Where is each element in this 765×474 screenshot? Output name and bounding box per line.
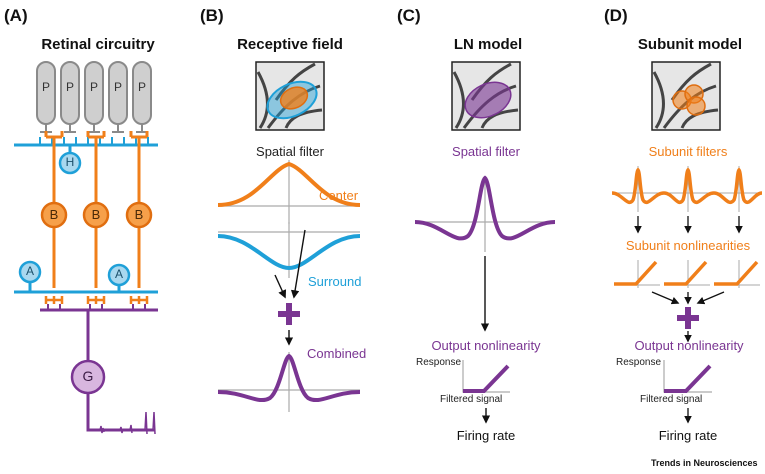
- panel-d-tag: (D): [604, 6, 628, 25]
- amacrine-cell-label: A: [114, 267, 123, 281]
- photoreceptor-label: P: [113, 80, 122, 94]
- panel-c-tag: (C): [397, 6, 421, 25]
- subunit-nonlinearity-curve: [614, 260, 658, 286]
- bipolar-cell: [125, 201, 153, 229]
- amacrine-cell-label: A: [25, 264, 34, 278]
- combined-label: Combined: [307, 346, 367, 361]
- output-nonlinearity-label: Output nonlinearity: [431, 338, 541, 353]
- subunit-model-diagram: [611, 61, 763, 424]
- response-axis-label: Response: [416, 357, 462, 368]
- center-label: Center: [319, 188, 359, 203]
- amacrine-cell: [18, 260, 42, 284]
- horizontal-cell: [58, 151, 82, 175]
- output-nonlinearity-curve: [664, 364, 712, 393]
- bipolar-cell-label: B: [91, 207, 101, 222]
- spatial-filter-curve: [414, 175, 556, 241]
- scene-thumbnail: [651, 61, 721, 131]
- firing-rate-label: Firing rate: [658, 428, 718, 443]
- output-nonlinearity-label: Output nonlinearity: [634, 338, 744, 353]
- receptive-field-diagram: [217, 61, 361, 412]
- subunit-filters-label: Subunit filters: [648, 144, 728, 159]
- photoreceptor-label: P: [137, 80, 146, 94]
- spatial-filter-label: Spatial filter: [452, 144, 520, 159]
- bipolar-cell-label: B: [134, 207, 144, 222]
- ganglion-cell: [70, 359, 106, 395]
- panel-b-title: Receptive field: [237, 36, 343, 53]
- photoreceptor-label: P: [41, 80, 50, 94]
- photoreceptor-label: P: [89, 80, 98, 94]
- horizontal-cell-label: H: [65, 155, 75, 169]
- surround-label: Surround: [308, 274, 362, 289]
- subunit-filter-curve: [663, 167, 715, 205]
- surround-filter-curve: [217, 234, 361, 271]
- journal-credit: Trends in Neurosciences: [651, 458, 758, 468]
- filtered-signal-label: Filtered signal: [440, 394, 503, 405]
- bipolar-cell: [82, 201, 110, 229]
- panel-c-title: LN model: [453, 36, 523, 53]
- subunit-nonlinearity-curve: [664, 260, 708, 286]
- retinal-circuit: [14, 61, 158, 435]
- firing-rate-label: Firing rate: [456, 428, 516, 443]
- ganglion-cell-label: G: [82, 368, 94, 384]
- ln-model-diagram: [414, 61, 556, 424]
- panel-d-title: Subunit model: [637, 36, 743, 53]
- response-axis-label: Response: [616, 357, 662, 368]
- subunit-nonlinearities-label: Subunit nonlinearities: [625, 238, 751, 253]
- subunit-filter-curve: [611, 167, 665, 205]
- amacrine-cell: [107, 263, 131, 287]
- scene-thumbnail: [451, 61, 521, 131]
- panel-a-title: Retinal circuitry: [41, 36, 155, 53]
- output-nonlinearity-curve: [463, 364, 510, 393]
- photoreceptors: [36, 61, 152, 125]
- bipolar-cell: [40, 201, 68, 229]
- subunit-filter-curve: [713, 167, 763, 205]
- center-filter-curve: [217, 161, 361, 207]
- filtered-signal-label: Filtered signal: [640, 394, 703, 405]
- panel-a-tag: (A): [4, 6, 28, 25]
- subunit-nonlinearity-curve: [714, 260, 759, 286]
- scene-thumbnail: [255, 61, 325, 131]
- bipolar-cell-label: B: [49, 207, 59, 222]
- panel-b-tag: (B): [200, 6, 224, 25]
- spatial-filter-label: Spatial filter: [256, 144, 324, 159]
- combined-filter-curve: [217, 353, 361, 403]
- sum-icon: [677, 307, 699, 329]
- photoreceptor-label: P: [65, 80, 74, 94]
- sum-icon: [278, 303, 300, 325]
